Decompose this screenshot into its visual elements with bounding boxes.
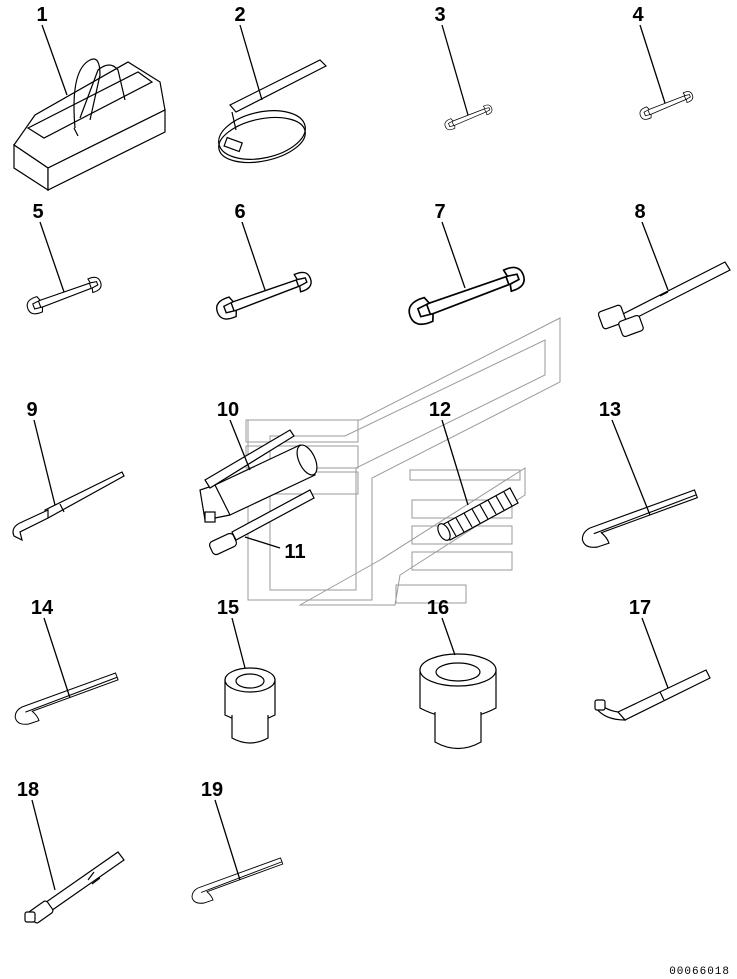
- part-7-label: 7: [434, 201, 466, 289]
- part-13-label: 13: [599, 399, 651, 516]
- part-19-label: 19: [201, 779, 241, 881]
- part-12-label: 12: [429, 399, 469, 506]
- part-17-label: 17: [629, 597, 669, 689]
- part-6-label: 6: [234, 201, 266, 291]
- part-16-label: 16: [427, 597, 456, 656]
- part-5-label: 5: [32, 201, 65, 293]
- part-7-open-end-wrench: [404, 262, 529, 329]
- part-number: 15: [217, 597, 239, 619]
- part-number: 13: [599, 399, 621, 421]
- part-number: 11: [284, 541, 305, 563]
- part-number: 10: [217, 399, 239, 421]
- part-16-socket: [419, 653, 497, 750]
- part-11-label: 11: [244, 536, 306, 563]
- part-4-label: 4: [632, 4, 666, 104]
- part-number: 14: [31, 597, 54, 619]
- part-number: 8: [634, 201, 645, 223]
- part-13-hex-key: [581, 489, 698, 548]
- part-10-label: 10: [217, 399, 251, 471]
- part-number: 19: [201, 779, 223, 801]
- part-3-label: 3: [434, 4, 469, 116]
- part-3-open-end-wrench: [443, 102, 494, 132]
- part-number: 6: [234, 201, 245, 223]
- part-5-open-end-wrench: [24, 273, 104, 317]
- part-12-hose: [437, 487, 519, 541]
- part-15-socket: [224, 667, 276, 744]
- part-8-label: 8: [634, 201, 669, 291]
- part-number: 1: [36, 4, 47, 26]
- part-9-pry-bar: [12, 471, 125, 542]
- part-number: 7: [434, 201, 445, 223]
- part-18-ratchet-handle: [24, 851, 125, 924]
- part-6-open-end-wrench: [213, 267, 315, 323]
- part-19-hex-key: [191, 857, 284, 904]
- drawing-code: 00066018: [669, 966, 730, 978]
- part-number: 9: [26, 399, 37, 421]
- part-2-label: 2: [234, 4, 263, 101]
- part-9-label: 9: [26, 399, 56, 506]
- part-14-label: 14: [31, 597, 71, 699]
- part-4-open-end-wrench: [637, 88, 695, 122]
- part-1-tool-bag: [13, 58, 166, 192]
- part-number: 18: [17, 779, 39, 801]
- part-number: 16: [427, 597, 449, 619]
- part-11-grease-gun-nozzle: [208, 489, 315, 556]
- part-number: 5: [32, 201, 43, 223]
- part-number: 4: [632, 4, 644, 26]
- part-number: 2: [234, 4, 245, 26]
- part-14-hex-key: [14, 672, 119, 725]
- part-1-label: 1: [36, 4, 68, 96]
- part-number: 12: [429, 399, 451, 421]
- part-18-label: 18: [17, 779, 56, 891]
- part-2-filter-wrench: [218, 59, 328, 164]
- part-number: 17: [629, 597, 651, 619]
- part-17-socket-wrench-handle: [594, 669, 711, 721]
- part-number: 3: [434, 4, 445, 26]
- part-8-socket-wrench-handle: [597, 261, 731, 338]
- part-15-label: 15: [217, 597, 246, 669]
- part-10-grease-gun: [199, 429, 318, 523]
